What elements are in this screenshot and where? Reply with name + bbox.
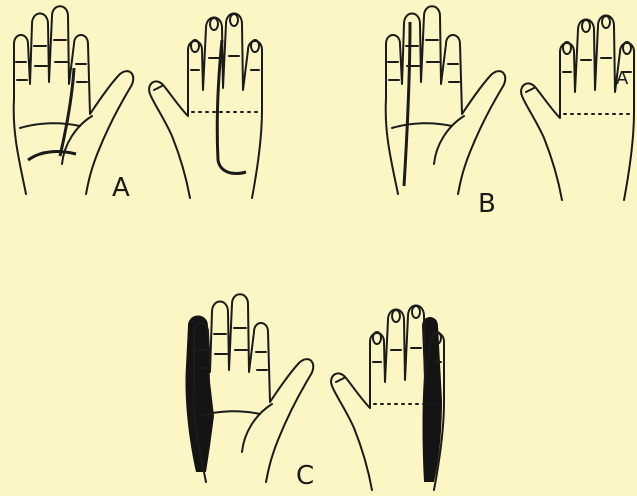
panel-a-palm-hand [14, 6, 134, 194]
panel-b-palm-hand [386, 6, 506, 194]
panel-b-back-hand [521, 16, 634, 201]
panel-c: C [185, 294, 444, 491]
panel-a-label: A [112, 173, 130, 203]
panel-c-palm-hand [194, 294, 314, 482]
panel-a-back-hand [149, 14, 262, 199]
panel-a: A [14, 6, 262, 203]
panel-b-marker: A [616, 68, 629, 89]
panel-b: B A [386, 6, 634, 219]
panel-b-label: B [478, 189, 496, 219]
panel-c-label: C [296, 461, 314, 491]
